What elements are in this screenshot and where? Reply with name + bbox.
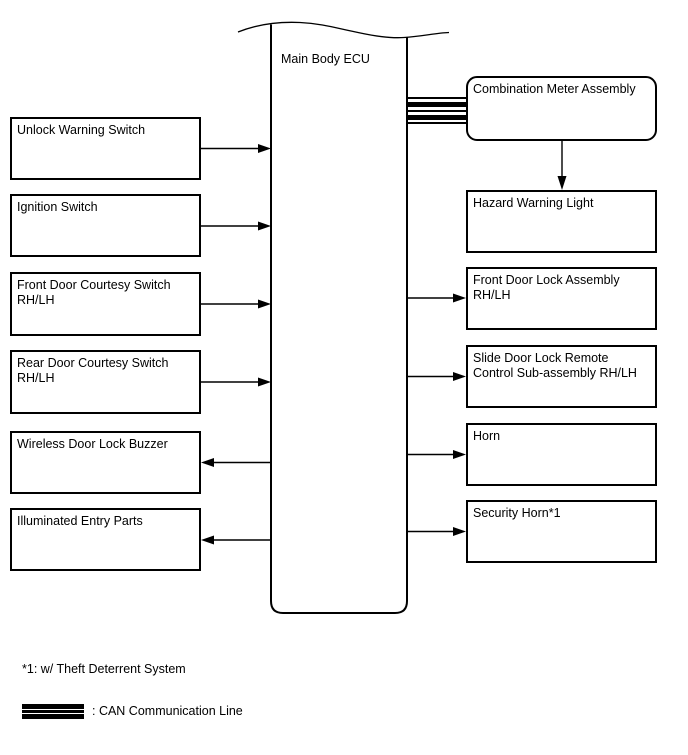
box-ignition-switch: Ignition Switch [10,194,201,257]
can-bar [22,704,84,709]
box-label: Front Door Courtesy Switch RH/LH [17,278,171,307]
box-label: Security Horn*1 [473,506,561,520]
box-unlock-warning-switch: Unlock Warning Switch [10,117,201,180]
box-front-door-courtesy-switch: Front Door Courtesy Switch RH/LH [10,272,201,336]
box-security-horn: Security Horn*1 [466,500,657,563]
can-line-symbol [22,704,84,719]
box-horn: Horn [466,423,657,486]
can-legend-label: : CAN Communication Line [92,704,243,718]
arrow-ecu-to-wireless-buzzer [201,458,271,467]
can-bus-connector [407,97,466,124]
box-front-door-lock-assembly: Front Door Lock Assembly RH/LH [466,267,657,330]
footnote-theft-deterrent: *1: w/ Theft Deterrent System [22,662,186,676]
ecu-outline [237,21,450,614]
torn-edge-wave [237,21,450,39]
arrow-ecu-to-horn [407,450,466,459]
arrow-ecu-to-illuminated-entry [201,535,271,545]
box-label: Slide Door Lock Remote Control Sub-assem… [473,351,637,380]
ecu-label: Main Body ECU [281,52,370,66]
box-combination-meter-assembly: Combination Meter Assembly [466,76,657,141]
arrow-meter-to-hazard [557,141,567,190]
box-label: Wireless Door Lock Buzzer [17,437,168,451]
arrow-front-courtesy-to-ecu [201,299,271,309]
box-slide-door-lock-remote-control: Slide Door Lock Remote Control Sub-assem… [466,345,657,408]
box-label: Ignition Switch [17,200,98,214]
arrow-ecu-to-slide-door-lock [407,372,466,381]
arrow-unlock-warning-to-ecu [201,144,271,153]
arrow-ecu-to-security-horn [407,527,466,536]
arrow-rear-courtesy-to-ecu [201,377,271,387]
box-label: Hazard Warning Light [473,196,594,210]
arrow-ignition-to-ecu [201,221,271,231]
box-hazard-warning-light: Hazard Warning Light [466,190,657,253]
box-label: Front Door Lock Assembly RH/LH [473,273,620,302]
box-illuminated-entry-parts: Illuminated Entry Parts [10,508,201,571]
box-label: Combination Meter Assembly [473,82,636,96]
box-rear-door-courtesy-switch: Rear Door Courtesy Switch RH/LH [10,350,201,414]
box-label: Unlock Warning Switch [17,123,146,137]
can-bar [22,710,84,713]
arrow-ecu-to-front-door-lock [407,293,466,303]
box-label: Illuminated Entry Parts [17,514,143,528]
box-wireless-door-lock-buzzer: Wireless Door Lock Buzzer [10,431,201,494]
can-legend: : CAN Communication Line [22,704,243,719]
box-label: Horn [473,429,501,443]
box-label: Rear Door Courtesy Switch RH/LH [17,356,169,385]
can-bar [22,714,84,719]
